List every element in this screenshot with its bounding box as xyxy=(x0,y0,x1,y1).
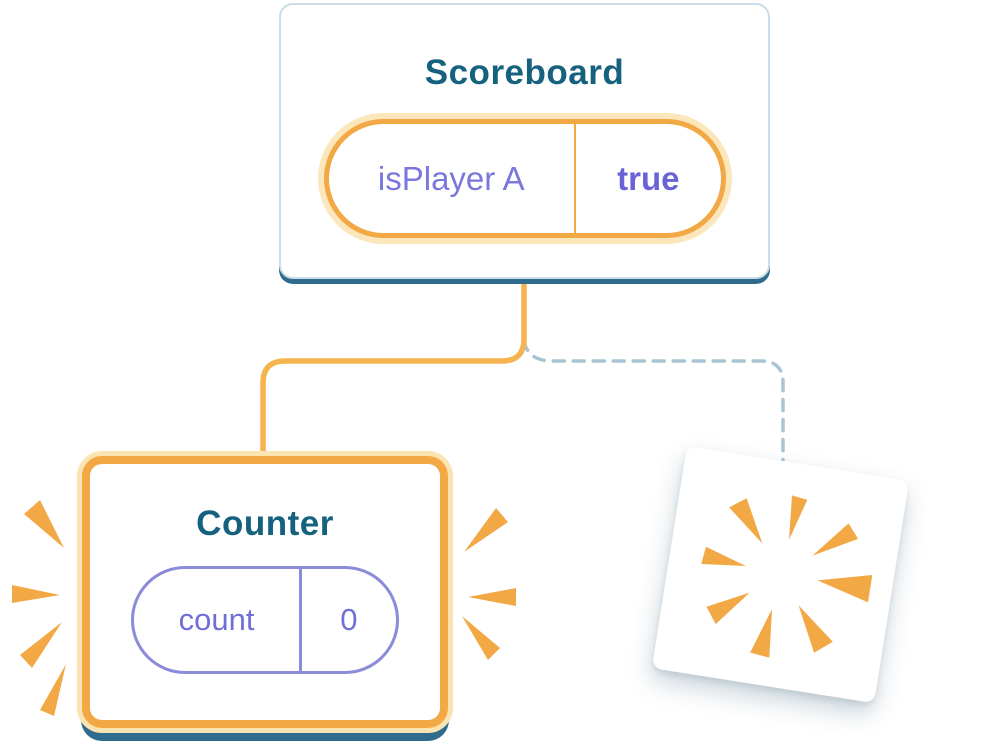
counter-title: Counter xyxy=(196,504,334,543)
scoreboard-component-card: Scoreboard isPlayer A true xyxy=(279,3,770,279)
emphasis-rays-left-icon xyxy=(12,500,66,716)
dashed-connector-line xyxy=(522,338,785,462)
scoreboard-state-pill: isPlayer A true xyxy=(323,119,726,238)
counter-state-pill: count 0 xyxy=(131,566,399,674)
pill-divider xyxy=(299,569,302,671)
scoreboard-state-label: isPlayer A xyxy=(377,159,525,197)
solid-connector-line xyxy=(260,276,527,461)
counter-component-card: Counter count 0 xyxy=(82,456,448,728)
pill-divider xyxy=(574,124,577,233)
destroyed-component-card xyxy=(651,445,910,704)
counter-state-label: count xyxy=(178,602,255,637)
scoreboard-title: Scoreboard xyxy=(424,53,625,92)
counter-state-value: 0 xyxy=(340,602,358,637)
emphasis-rays-right-icon xyxy=(462,508,516,660)
burst-icon xyxy=(701,495,873,658)
scoreboard-state-value: true xyxy=(617,159,680,197)
